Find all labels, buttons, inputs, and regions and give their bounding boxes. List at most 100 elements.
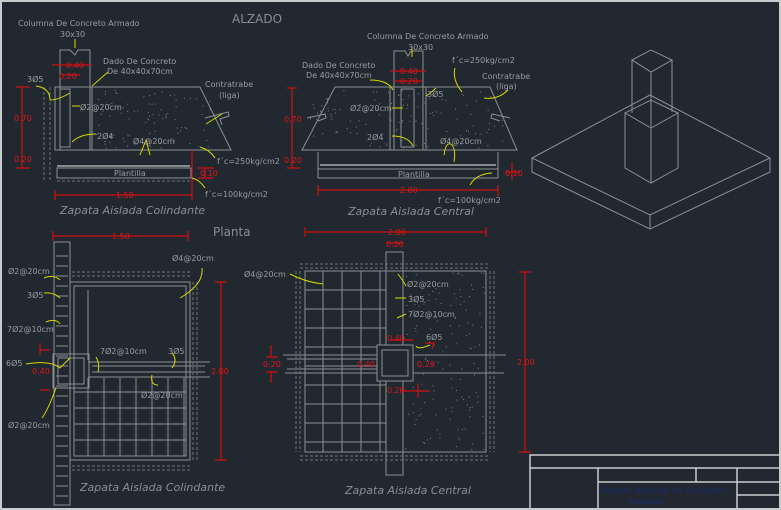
speckle [160,109,162,111]
speckle [189,97,191,99]
speckle [455,389,457,391]
tie-beam-horizontal [88,361,210,378]
speckle [422,298,424,300]
speckle [326,98,328,100]
speckle [428,300,430,302]
speckle [415,120,417,122]
speckle [474,346,476,348]
slab-sides [531,158,771,230]
speckle [432,290,434,292]
speckle [149,132,151,134]
speckle [424,301,426,303]
title-elevation-central: Zapata Aislada Central [347,205,474,218]
speckle [479,313,481,315]
speckle [346,128,348,130]
speckle [153,122,155,124]
speckle [427,359,429,361]
label-fc-250: f´c=250kg/cm2 [452,55,515,65]
speckle [418,415,420,417]
speckle [455,343,457,345]
speckle [417,106,419,108]
title-block-line2: Armado [628,497,664,506]
dim-029-bottom: 0.29 [387,386,405,395]
speckle [454,108,456,110]
speckle [421,122,423,124]
speckle [321,104,323,106]
speckle [451,333,453,335]
speckle [159,138,161,140]
speckle [473,374,475,376]
speckle [446,314,448,316]
label-mesh: Ø4@20cm [440,136,482,146]
speckle [201,114,203,116]
speckle [445,408,447,410]
plantilla-layer [56,167,192,179]
speckle [477,367,479,369]
tie-beam-stubs [306,113,511,122]
speckle [358,120,360,122]
label-2o4: 2Ø4 [97,131,113,141]
column-rebar [57,357,85,385]
speckle [102,110,104,112]
speckle [421,383,423,385]
speckle [490,96,492,98]
speckle [475,133,477,135]
label-3o5: 3Ø5 [27,74,43,84]
speckle [154,93,156,95]
speckle [379,146,381,148]
speckle [461,368,463,370]
speckle [209,100,211,102]
speckle [313,135,315,137]
speckle [203,129,205,131]
speckle [169,95,171,97]
speckle [127,134,129,136]
speckle [423,303,425,305]
bottom-mesh-grid [74,290,186,457]
speckle [369,145,371,147]
label-dado-2: De 40x40x70cm [306,71,372,80]
footing-outline [54,86,232,151]
speckle [327,110,329,112]
speckle [478,344,480,346]
speckle [462,428,464,430]
speckle [148,119,150,121]
speckle [461,396,463,398]
speckle [398,121,400,123]
speckle [445,346,447,348]
speckle [450,378,452,380]
speckle [315,118,317,120]
dimension-lines [16,64,214,200]
speckle [158,114,160,116]
label-plantilla: Plantilla [114,169,146,178]
speckle [176,127,178,129]
speckle [412,403,414,405]
speckle [470,347,472,349]
speckle [433,390,435,392]
speckle [390,119,392,121]
speckle [429,112,431,114]
speckle [310,118,312,120]
speckle [472,125,474,127]
speckle [327,102,329,104]
speckle [432,398,434,400]
speckle [123,141,125,143]
speckle [433,344,435,346]
speckle [435,298,437,300]
label-contratrabe: Contratrabe [482,72,530,81]
speckle [171,138,173,140]
speckle [471,449,473,451]
speckle [412,310,414,312]
speckle [446,131,448,133]
speckle [104,141,106,143]
speckle [327,107,329,109]
speckle [429,438,431,440]
speckle [468,396,470,398]
speckle [115,92,117,94]
speckle [313,107,315,109]
speckle [424,142,426,144]
speckle [372,91,374,93]
speckle [405,448,407,450]
speckle [424,402,426,404]
speckle [108,104,110,106]
